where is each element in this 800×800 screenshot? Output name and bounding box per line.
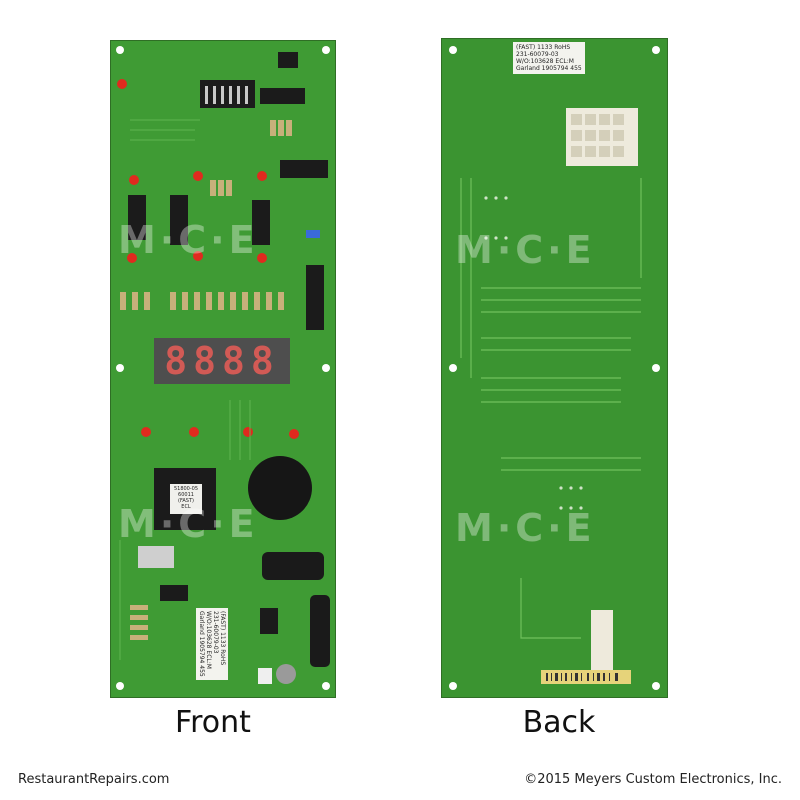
footer-website: RestaurantRepairs.com bbox=[18, 772, 170, 787]
front-circuit-board: 8888 51800-05 60011 (FAST) ECL (FAST) 11… bbox=[110, 40, 336, 698]
front-board-graphic bbox=[116, 46, 330, 690]
watermark-front-bottom: M·C·E bbox=[118, 502, 259, 546]
watermark-back-bottom: M·C·E bbox=[455, 506, 596, 550]
chip-label: 51800-05 60011 (FAST) ECL bbox=[173, 486, 199, 510]
watermark-back-top: M·C·E bbox=[455, 228, 596, 272]
watermark-front-top: M·C·E bbox=[118, 218, 259, 262]
back-circuit-board: (FAST) 1133 RoHS 231-60079-03 W/O:103628… bbox=[441, 38, 668, 698]
front-sticker: (FAST) 1133 RoHS 231-60079-03 W/O:103628… bbox=[196, 608, 228, 680]
footer-copyright: ©2015 Meyers Custom Electronics, Inc. bbox=[524, 772, 782, 787]
back-board-graphic bbox=[449, 46, 660, 690]
back-caption: Back bbox=[522, 705, 596, 740]
display-digits: 8888 bbox=[164, 339, 280, 383]
back-sticker: (FAST) 1133 RoHS 231-60079-03 W/O:103628… bbox=[513, 42, 585, 74]
front-caption: Front bbox=[175, 705, 251, 740]
